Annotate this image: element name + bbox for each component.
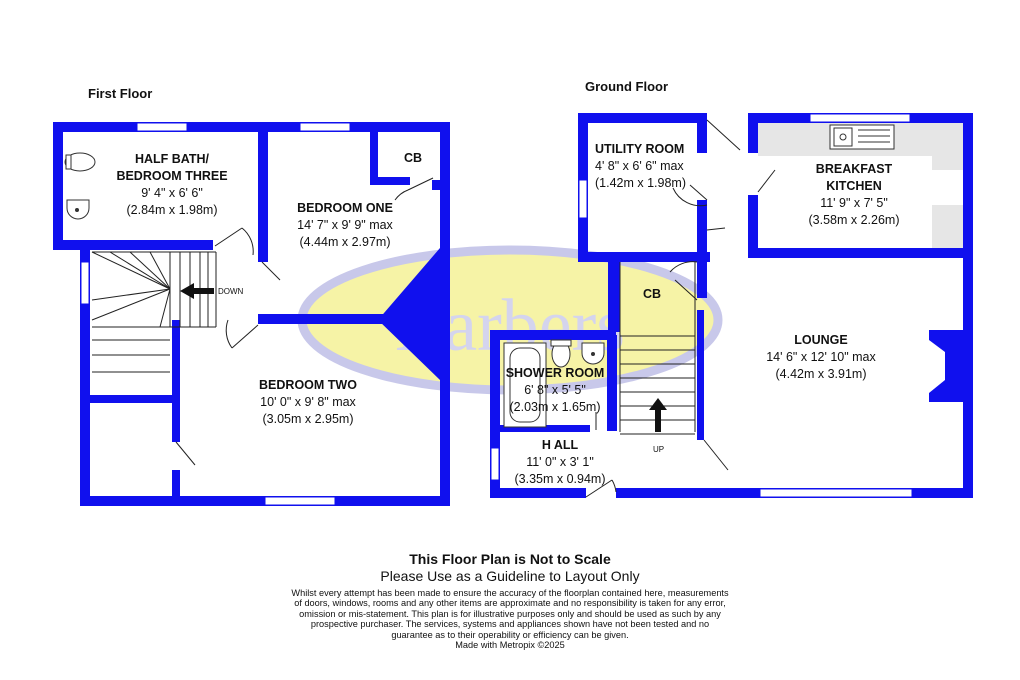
svg-text:BEDROOM THREE: BEDROOM THREE	[116, 169, 227, 183]
svg-text:BEDROOM TWO: BEDROOM TWO	[259, 378, 357, 392]
svg-text:(1.42m x 1.98m): (1.42m x 1.98m)	[595, 176, 686, 190]
cb-ground-floor-label: CB	[643, 287, 661, 301]
svg-text:(4.42m x 3.91m): (4.42m x 3.91m)	[775, 367, 866, 381]
hall-label: H ALL 11' 0" x 3' 1" (3.35m x 0.94m)	[514, 438, 605, 486]
stairs-up-label: UP	[653, 445, 664, 454]
svg-text:(2.03m x 1.65m): (2.03m x 1.65m)	[509, 400, 600, 414]
svg-text:6' 8" x 5' 5": 6' 8" x 5' 5"	[524, 383, 586, 397]
ground-floor-windows	[490, 113, 913, 498]
first-floor-doors	[175, 177, 434, 466]
svg-text:14' 7" x 9' 9" max: 14' 7" x 9' 9" max	[297, 218, 393, 232]
utility-room-label: UTILITY ROOM 4' 8" x 6' 6" max (1.42m x …	[595, 142, 686, 190]
stairs-down-label: DOWN	[218, 287, 244, 296]
bedroom-two-label: BEDROOM TWO 10' 0" x 9' 8" max (3.05m x …	[259, 378, 357, 426]
disclaimer-body: Whilst every attempt has been made to en…	[290, 588, 730, 650]
lounge-label: LOUNGE 14' 6" x 12' 10" max (4.42m x 3.9…	[766, 333, 876, 381]
half-bath-label: HALF BATH/ BEDROOM THREE 9' 4" x 6' 6" (…	[116, 152, 227, 217]
svg-text:KITCHEN: KITCHEN	[826, 179, 882, 193]
ground-floor-stairs	[619, 262, 696, 435]
svg-text:10' 0" x 9' 8" max: 10' 0" x 9' 8" max	[260, 395, 356, 409]
disclaimer-credit: Made with Metropix ©2025	[455, 640, 565, 651]
svg-text:BREAKFAST: BREAKFAST	[816, 162, 893, 176]
svg-text:UTILITY ROOM: UTILITY ROOM	[595, 142, 684, 156]
svg-text:4' 8" x 6' 6" max: 4' 8" x 6' 6" max	[595, 159, 684, 173]
svg-text:(3.58m x 2.26m): (3.58m x 2.26m)	[808, 213, 899, 227]
ground-floor-doors	[585, 119, 776, 498]
svg-text:HALF BATH/: HALF BATH/	[135, 152, 210, 166]
svg-text:(2.84m x 1.98m): (2.84m x 1.98m)	[126, 203, 217, 217]
svg-text:SHOWER ROOM: SHOWER ROOM	[506, 366, 605, 380]
first-floor-title: First Floor	[88, 86, 152, 101]
svg-text:9' 4" x 6' 6": 9' 4" x 6' 6"	[141, 186, 203, 200]
first-floor-fixtures	[64, 152, 96, 220]
disclaimer-title: This Floor Plan is Not to Scale	[409, 551, 611, 567]
shower-room-label: SHOWER ROOM 6' 8" x 5' 5" (2.03m x 1.65m…	[506, 366, 605, 414]
svg-text:LOUNGE: LOUNGE	[794, 333, 847, 347]
svg-text:(4.44m x 2.97m): (4.44m x 2.97m)	[299, 235, 390, 249]
svg-text:14' 6" x 12' 10" max: 14' 6" x 12' 10" max	[766, 350, 876, 364]
svg-text:(3.35m x 0.94m): (3.35m x 0.94m)	[514, 472, 605, 486]
first-floor-walls	[53, 122, 450, 506]
cb-first-floor-label: CB	[404, 151, 422, 165]
svg-text:BEDROOM ONE: BEDROOM ONE	[297, 201, 393, 215]
svg-text:11' 9" x 7' 5": 11' 9" x 7' 5"	[820, 196, 888, 210]
svg-text:H ALL: H ALL	[542, 438, 579, 452]
shower-room-fixtures	[503, 339, 605, 428]
bedroom-one-label: BEDROOM ONE 14' 7" x 9' 9" max (4.44m x …	[297, 201, 393, 249]
disclaimer-subtitle: Please Use as a Guideline to Layout Only	[380, 568, 640, 584]
breakfast-kitchen-label: BREAKFAST KITCHEN 11' 9" x 7' 5" (3.58m …	[808, 162, 899, 227]
first-floor-stairs	[91, 251, 217, 373]
disclaimer-text: Whilst every attempt has been made to en…	[291, 588, 729, 640]
svg-text:(3.05m x 2.95m): (3.05m x 2.95m)	[262, 412, 353, 426]
first-floor-windows	[80, 122, 351, 506]
ground-floor-title: Ground Floor	[585, 79, 668, 94]
svg-text:11' 0" x 3' 1": 11' 0" x 3' 1"	[526, 455, 594, 469]
kitchen-fixtures	[758, 123, 963, 248]
